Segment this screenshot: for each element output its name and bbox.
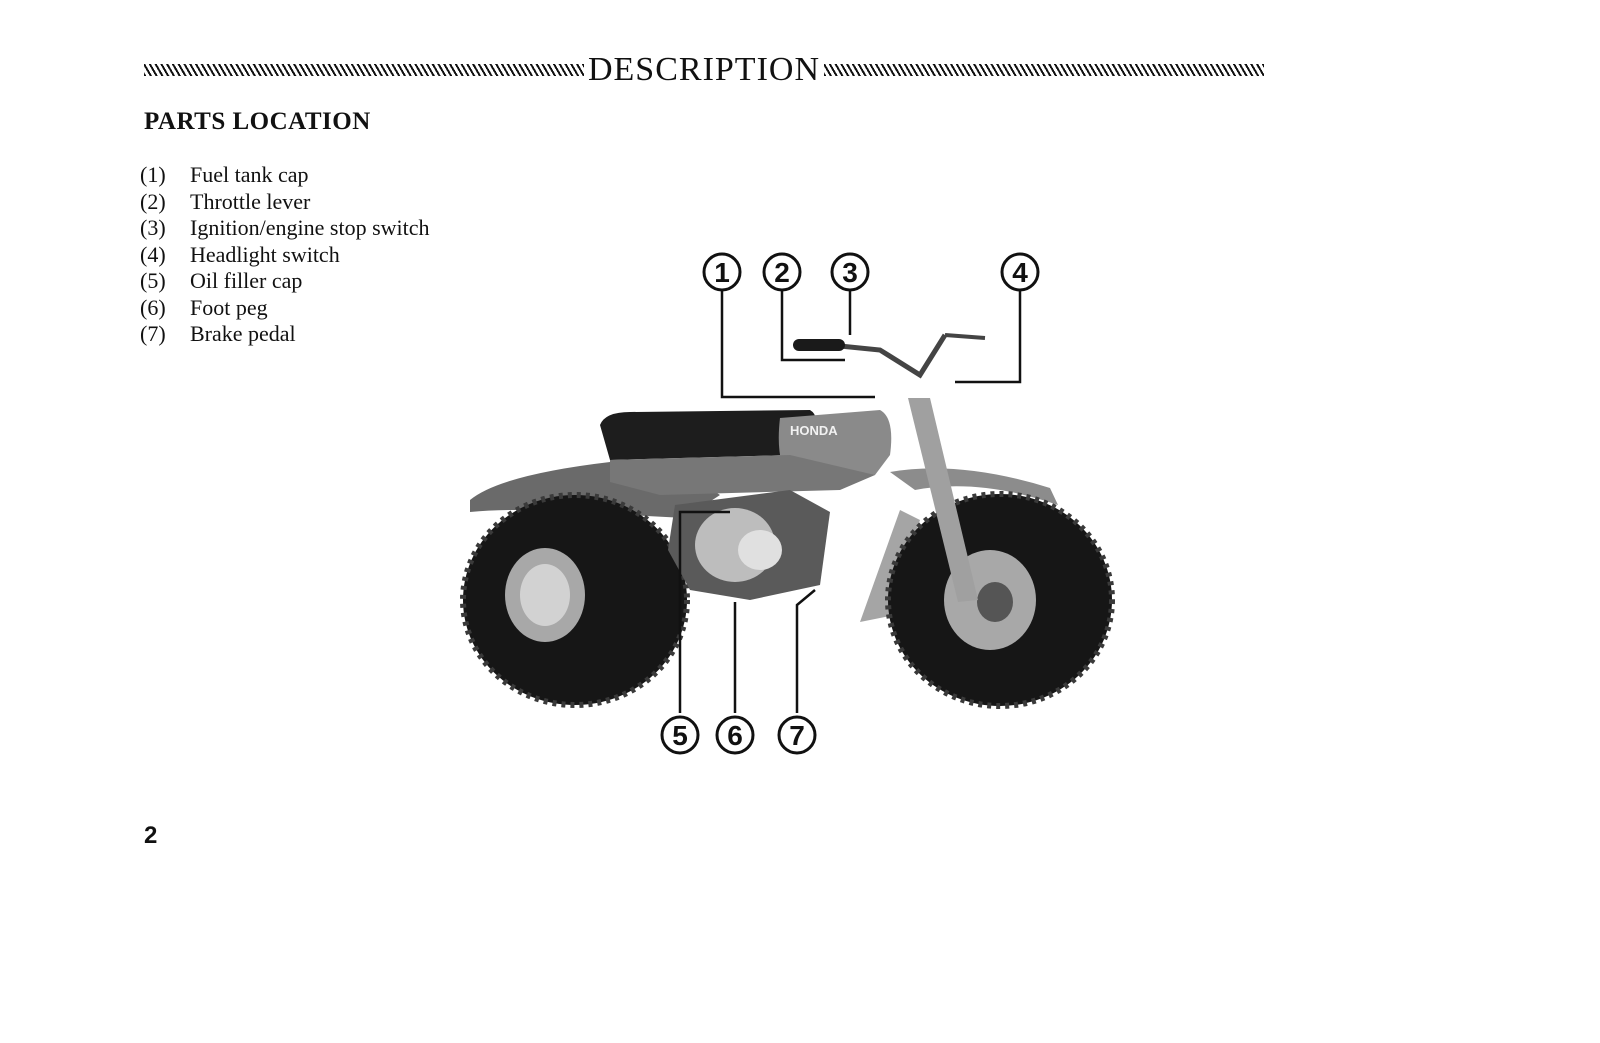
part-item: (6) Foot peg (140, 295, 430, 322)
leader-line-5 (678, 510, 730, 713)
leader-line-7 (795, 589, 816, 713)
callout-3: 3 (830, 252, 870, 292)
part-item: (2) Throttle lever (140, 189, 430, 216)
part-item: (1) Fuel tank cap (140, 162, 430, 189)
front-fork (908, 398, 978, 602)
callout-circle (702, 252, 742, 292)
callout-2: 2 (762, 252, 802, 292)
part-label: Throttle lever (190, 188, 311, 214)
part-number: (2) (140, 188, 166, 214)
part-item: (3) Ignition/engine stop switch (140, 215, 430, 242)
callout-5: 5 (660, 715, 700, 755)
callout-number: 5 (672, 720, 688, 751)
callout-number: 6 (727, 720, 743, 751)
callout-circle (830, 252, 870, 292)
atv-illustration: HONDA 1 (460, 252, 1115, 755)
part-item: (5) Oil filler cap (140, 268, 430, 295)
leader-line-4 (955, 290, 1022, 384)
part-number: (7) (140, 321, 166, 346)
callout-1: 1 (702, 252, 742, 292)
front-wheel-hub (977, 582, 1013, 622)
part-label: Foot peg (190, 294, 268, 320)
part-label: Oil filler cap (190, 268, 303, 293)
leader-line-2 (780, 290, 845, 362)
callout-number: 4 (1012, 257, 1028, 288)
callout-number: 2 (774, 257, 790, 288)
page-number: 2 (144, 822, 158, 849)
header-rule-left (144, 64, 584, 76)
handlebar-grip (793, 339, 845, 351)
seat (600, 410, 816, 460)
part-item: (7) Brake pedal (140, 321, 430, 348)
header-rule-right (824, 64, 1264, 76)
part-label: Headlight switch (190, 241, 340, 267)
callout-circle (762, 252, 802, 292)
callout-number: 3 (842, 257, 858, 288)
part-item: (4) Headlight switch (140, 242, 430, 269)
leader-lines (678, 290, 1022, 713)
callout-4: 4 (1000, 252, 1040, 292)
atv-figure: HONDA 1 (460, 250, 1160, 780)
part-number: (6) (140, 294, 166, 320)
body-panel (610, 455, 875, 495)
part-number: (1) (140, 162, 166, 187)
part-label: Ignition/engine stop switch (190, 215, 430, 240)
handlebar (829, 333, 948, 379)
part-label: Brake pedal (190, 321, 296, 346)
part-number: (3) (140, 215, 166, 240)
leader-line-1 (720, 290, 875, 399)
callout-6: 6 (715, 715, 755, 755)
part-number: (4) (140, 241, 166, 267)
callout-circle (777, 715, 817, 755)
rear-wheel-hub (520, 564, 570, 626)
part-number: (5) (140, 268, 166, 293)
callout-number: 7 (789, 720, 805, 751)
part-label: Fuel tank cap (190, 162, 309, 187)
section-header: DESCRIPTION (144, 50, 1264, 90)
front-mud-guard (860, 510, 920, 622)
callout-circle (660, 715, 700, 755)
callout-circle (715, 715, 755, 755)
header-title: DESCRIPTION (587, 51, 821, 88)
callout-7: 7 (777, 715, 817, 755)
parts-list: (1) Fuel tank cap (2) Throttle lever (3) Ig… (140, 162, 430, 348)
section-title: PARTS LOCATION (144, 108, 371, 135)
handlebar-right (944, 333, 986, 340)
callout-number: 1 (714, 257, 730, 288)
tank-brand-text: HONDA (790, 423, 838, 438)
callout-circle (1000, 252, 1040, 292)
engine-cover-center (738, 530, 782, 570)
